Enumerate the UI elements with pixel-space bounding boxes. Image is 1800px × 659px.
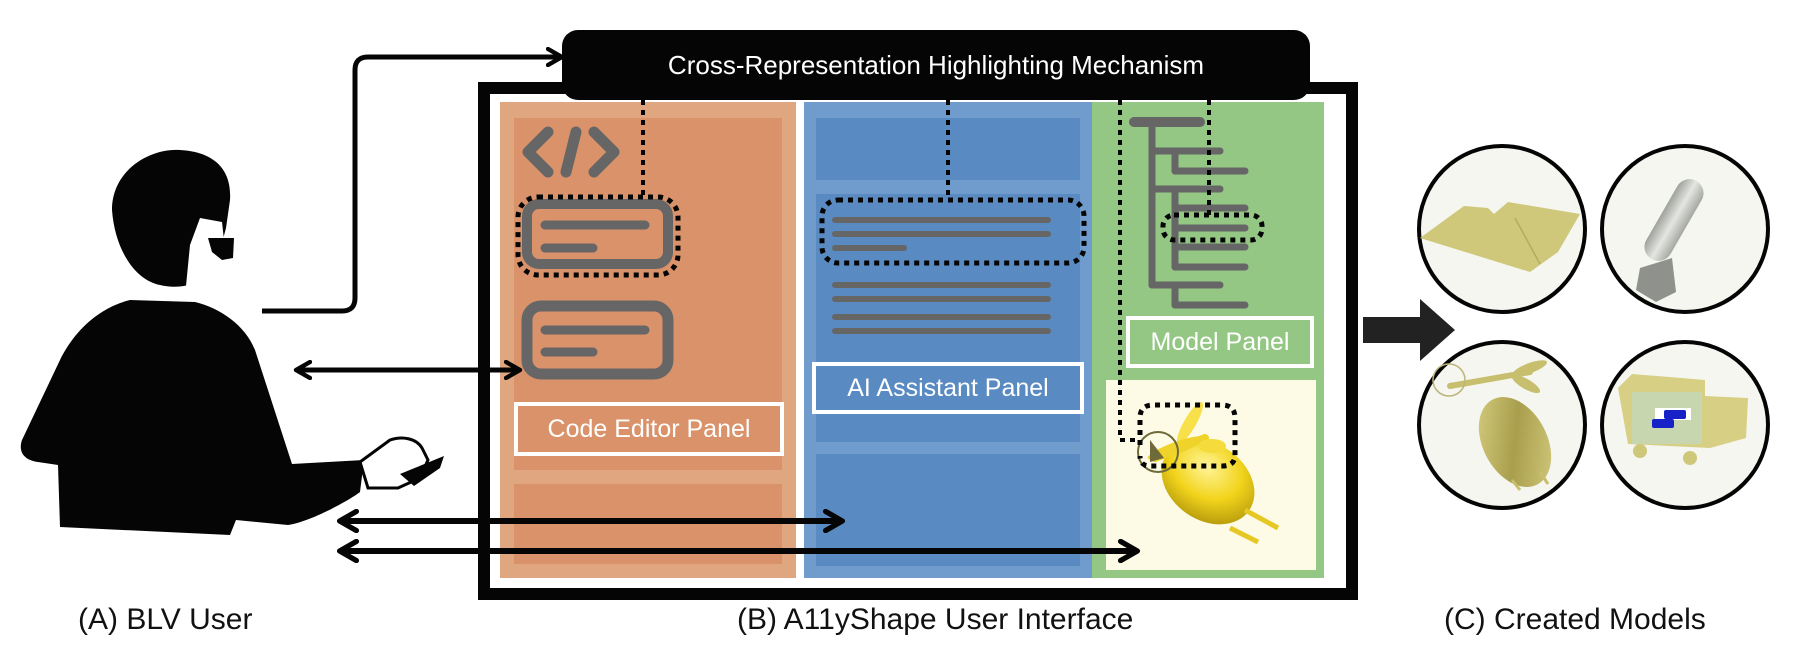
viewport-highlight-outline [1137, 402, 1238, 469]
caption-blv-user: (A) BLV User [78, 603, 253, 636]
highlighting-mechanism-title: Cross-Representation Highlighting Mechan… [667, 49, 1205, 80]
model-panel-label: Model Panel [1126, 316, 1314, 368]
code-highlight-outline [515, 194, 681, 278]
user-face [186, 218, 226, 294]
ai-assistant-panel-label: AI Assistant Panel [812, 362, 1084, 414]
caption-created-models: (C) Created Models [1444, 603, 1706, 636]
viewport-connector [1118, 100, 1140, 442]
ai-highlight-outline [819, 197, 1087, 266]
code-block [521, 300, 674, 380]
sunglasses-icon [208, 238, 234, 260]
created-model-truck [1600, 340, 1770, 510]
model-tree-icon [1129, 117, 1249, 309]
created-model-helicopter [1417, 340, 1587, 510]
code-editor-panel-label: Code Editor Panel [514, 402, 784, 456]
ai-message [832, 282, 1051, 334]
code-brackets-icon [522, 126, 620, 178]
mouse-icon [400, 456, 444, 486]
highlighting-mechanism-bar: Cross-Representation Highlighting Mechan… [562, 30, 1310, 100]
ai-assistant-section-top [816, 118, 1080, 180]
ai-message-highlighted [819, 197, 1087, 266]
created-model-flat-plate [1417, 144, 1587, 314]
caption-interface: (B) A11yShape User Interface [737, 603, 1134, 636]
created-model-rocket [1600, 144, 1770, 314]
code-block-highlighted [515, 194, 681, 278]
user-body [20, 300, 364, 535]
blv-user-figure [20, 149, 444, 535]
result-arrow-icon [1363, 299, 1455, 361]
tree-highlight-outline [1160, 212, 1265, 243]
user-to-mechanism-connector [262, 57, 560, 314]
